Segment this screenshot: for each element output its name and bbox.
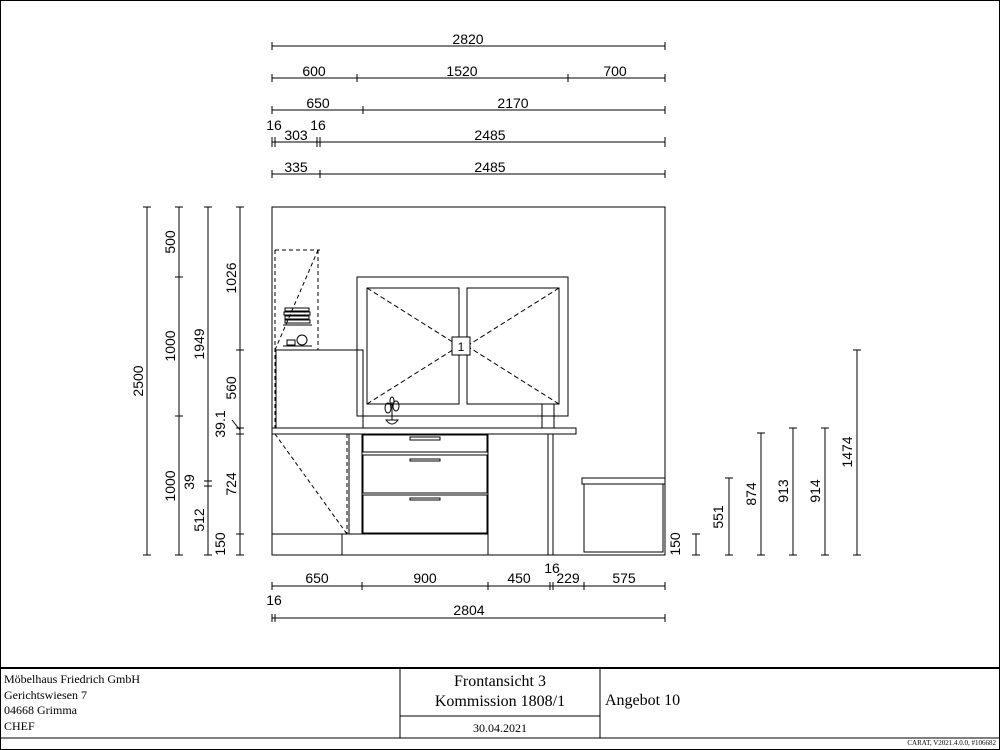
dim-label: 560 bbox=[223, 376, 239, 400]
corner-unit-dashed bbox=[274, 433, 348, 535]
plant-decoration bbox=[384, 396, 400, 425]
dim-label: 39.1 bbox=[212, 410, 228, 437]
dim-label: 150 bbox=[212, 532, 228, 556]
window-marker: 1 bbox=[458, 340, 465, 354]
company-address: Möbelhaus Friedrich GmbH Gerichtswiesen … bbox=[4, 672, 140, 734]
bench-body bbox=[583, 483, 664, 553]
open-shelf bbox=[274, 249, 320, 428]
dim-label: 650 bbox=[305, 570, 329, 586]
side-panel bbox=[348, 433, 363, 535]
countertop bbox=[271, 427, 577, 435]
books-decoration bbox=[283, 307, 312, 347]
bottom-dimensions: 650 900 450 16 229 575 16 2804 bbox=[266, 560, 666, 622]
dim-label: 16 bbox=[544, 560, 560, 576]
dim-label: 303 bbox=[284, 127, 308, 143]
drawer-handle bbox=[409, 436, 441, 441]
company-city: 04668 Grimma bbox=[4, 703, 77, 717]
dim-label: 150 bbox=[667, 532, 683, 556]
dim-label: 2500 bbox=[130, 365, 146, 396]
dim-label: 914 bbox=[807, 479, 823, 503]
drawer-bottom bbox=[362, 494, 488, 534]
company-name: Möbelhaus Friedrich GmbH bbox=[4, 672, 140, 686]
window-marker-box bbox=[451, 336, 471, 356]
drawer-middle bbox=[362, 454, 488, 494]
dim-label: 1000 bbox=[162, 330, 178, 361]
dim-label: 450 bbox=[507, 570, 531, 586]
dim-label: 16 bbox=[266, 592, 282, 608]
dim-label: 1520 bbox=[446, 63, 477, 79]
dim-label: 551 bbox=[710, 505, 726, 529]
top-dimensions: 2820 600 1520 700 650 2170 16 303 16 248… bbox=[266, 31, 666, 178]
window-right-sash bbox=[466, 287, 560, 405]
room-elevation bbox=[271, 206, 666, 556]
drawer-handle bbox=[409, 458, 441, 462]
company-user: CHEF bbox=[4, 718, 35, 733]
dim-label: 335 bbox=[284, 159, 308, 175]
drawer-cabinet bbox=[361, 433, 489, 535]
dim-label: 16 bbox=[310, 117, 326, 133]
bench-seat bbox=[581, 477, 666, 485]
dim-label: 900 bbox=[413, 570, 437, 586]
window-frame bbox=[356, 276, 569, 417]
dim-label: 2804 bbox=[453, 602, 484, 618]
dim-label: 600 bbox=[302, 63, 326, 79]
plinth bbox=[341, 533, 489, 556]
dim-label: 575 bbox=[612, 570, 636, 586]
dim-label: 512 bbox=[191, 508, 207, 532]
dim-label: 1026 bbox=[223, 262, 239, 293]
offer-number: Angebot 10 bbox=[605, 692, 681, 709]
dim-label: 2485 bbox=[474, 127, 505, 143]
dim-label: 874 bbox=[743, 482, 759, 506]
upper-side-cabinet bbox=[275, 349, 364, 429]
view-title: Frontansicht 3 bbox=[454, 673, 546, 690]
dim-label: 913 bbox=[775, 479, 791, 503]
drawer-top bbox=[362, 434, 488, 453]
dim-label: 650 bbox=[306, 95, 330, 111]
dim-label: 700 bbox=[603, 63, 627, 79]
dim-label: 1000 bbox=[162, 470, 178, 501]
dim-label: 1949 bbox=[191, 328, 207, 359]
dim-label: 16 bbox=[266, 117, 282, 133]
dim-label: 2170 bbox=[497, 95, 528, 111]
right-dimensions: 150 551 874 913 914 1474 bbox=[667, 349, 861, 556]
dim-label: 39 bbox=[181, 474, 197, 490]
dim-label: 500 bbox=[162, 230, 178, 254]
window-left-sash bbox=[366, 287, 460, 405]
dim-label: 229 bbox=[556, 570, 580, 586]
left-dimensions: 2500 500 1000 1000 1949 39 512 1026 560 … bbox=[130, 206, 244, 556]
wall-outline bbox=[271, 206, 666, 556]
dim-label: 724 bbox=[223, 472, 239, 496]
dim-label: 2820 bbox=[452, 31, 483, 47]
dim-label: 2485 bbox=[474, 159, 505, 175]
drawing-date: 30.04.2021 bbox=[473, 721, 527, 735]
commission-number: Kommission 1808/1 bbox=[434, 693, 566, 710]
drawer-handle bbox=[409, 497, 441, 501]
company-street: Gerichtswiesen 7 bbox=[4, 687, 87, 702]
dim-label: 1474 bbox=[839, 436, 855, 467]
software-version: CARAT, V2021.4.0.0, #106682 bbox=[907, 739, 996, 747]
window-opening-marks bbox=[366, 287, 560, 405]
